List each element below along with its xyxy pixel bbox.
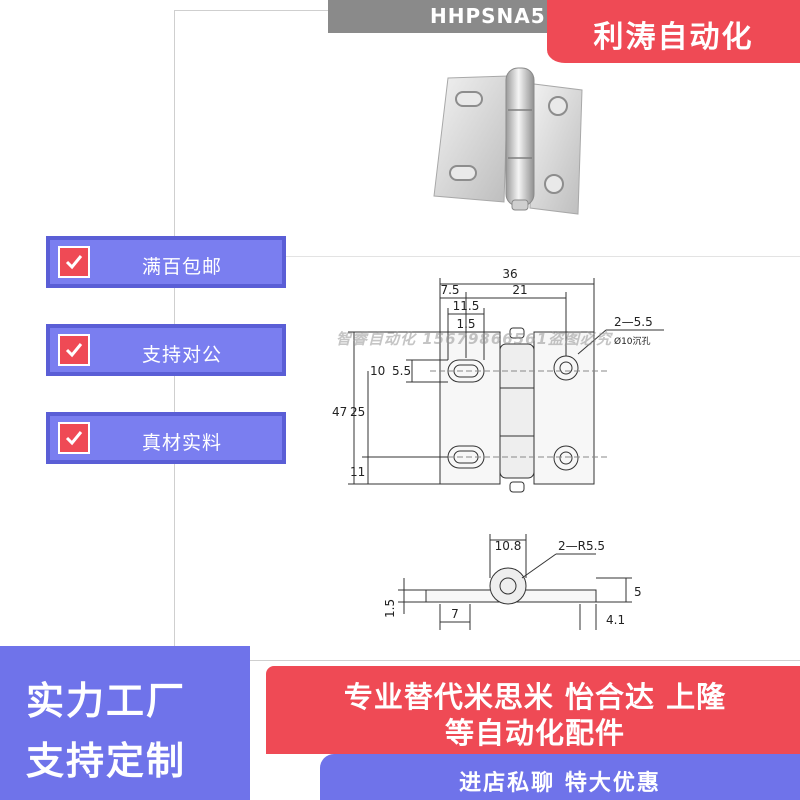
promo-line: 进店私聊 特大优惠: [459, 771, 661, 796]
brand-banner: 利涛自动化: [547, 0, 800, 68]
replacement-line-1: 专业替代米思米 怡合达 上隆: [343, 680, 727, 714]
dim-height: 47: [332, 405, 347, 419]
dim-spacing-b: 21: [512, 283, 527, 297]
dim-total-width: 36: [502, 267, 517, 281]
feature-row-genuine-material: 真材实料: [46, 412, 286, 464]
dim-knuckle-radius: 2—R5.5: [558, 539, 605, 553]
feature-label: 支持对公: [142, 344, 223, 366]
factory-text: 实力工厂: [26, 679, 187, 723]
brand-name: 利涛自动化: [593, 20, 754, 55]
dim-slot-pos: 10: [370, 364, 385, 378]
watermark-text: 智睿自动化 15679866561盗图必究: [336, 330, 613, 348]
frame-line-bottom: [174, 660, 800, 661]
custom-text: 支持定制: [26, 739, 187, 783]
checkmark-icon: [58, 246, 90, 278]
checkmark-icon: [58, 422, 90, 454]
feature-label: 满百包邮: [142, 256, 223, 278]
hinge-technical-drawing: 36 7.5 21 11.5 1.5 2—5.5 Ø10沉孔 47 25 10 …: [332, 267, 664, 630]
replacement-promo-block: 专业替代米思米 怡合达 上隆 等自动化配件 进店私聊 特大优惠: [250, 666, 800, 800]
dim-knuckle-width: 10.8: [495, 539, 522, 553]
dim-slot-width: 5.5: [392, 364, 411, 378]
checkmark-icon: [58, 334, 90, 366]
feature-label: 真材实料: [142, 432, 223, 454]
dim-edge-offset: 7: [451, 607, 459, 621]
dim-edge-offset-b: 4.1: [606, 613, 625, 627]
dim-hole-pitch: 25: [350, 405, 365, 419]
model-code-tag: HHPSNA5: [328, 0, 550, 33]
dim-slot-length: 11.5: [453, 299, 480, 313]
dim-counterbore: Ø10沉孔: [614, 336, 651, 347]
feature-row-free-shipping: 满百包邮: [46, 236, 286, 288]
hinge-product-photo: [433, 67, 583, 215]
dim-offset-a: 7.5: [440, 283, 459, 297]
dim-bottom-offset: 11: [350, 465, 365, 479]
frame-line-top: [174, 10, 334, 11]
dim-hole-spec: 2—5.5: [614, 315, 653, 329]
feature-row-corporate-payment: 支持对公: [46, 324, 286, 376]
factory-custom-block: 实力工厂 支持定制: [0, 646, 250, 800]
frame-line-divider: [174, 256, 800, 257]
replacement-line-2: 等自动化配件: [444, 716, 625, 750]
dim-side-height: 5: [634, 585, 642, 599]
dim-slot-offset: 1.5: [456, 317, 475, 331]
dim-plate-thickness: 1.5: [383, 599, 397, 618]
